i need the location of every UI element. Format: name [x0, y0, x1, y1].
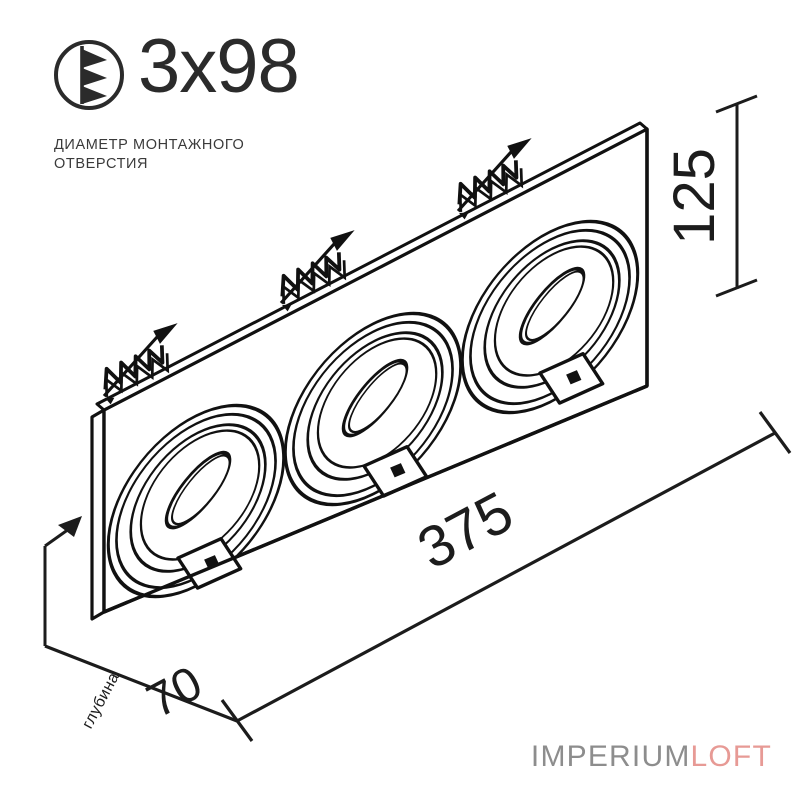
faceplate-edge-thickness	[90, 408, 106, 621]
hole-diameter-value: 3x98	[138, 24, 300, 109]
depth-leader-arrow	[43, 516, 82, 646]
dimension-line-height	[715, 94, 758, 298]
logo-text-primary: IMPERIUM	[530, 740, 691, 773]
hole-saw-icon	[54, 40, 124, 110]
faceplate-bottom-edge	[103, 384, 648, 614]
faceplate-top-bevel	[95, 121, 649, 412]
dimension-line-depth	[44, 644, 238, 723]
dimension-label-height: 125	[661, 148, 727, 245]
hole-diameter-caption: ДИАМЕТР МОНТАЖНОГО ОТВЕРСТИЯ	[54, 137, 245, 173]
logo-text-secondary: LOFT	[690, 740, 772, 773]
brand-logo: IMPERIUMLOFT	[531, 742, 772, 772]
fixture-body	[85, 121, 649, 632]
